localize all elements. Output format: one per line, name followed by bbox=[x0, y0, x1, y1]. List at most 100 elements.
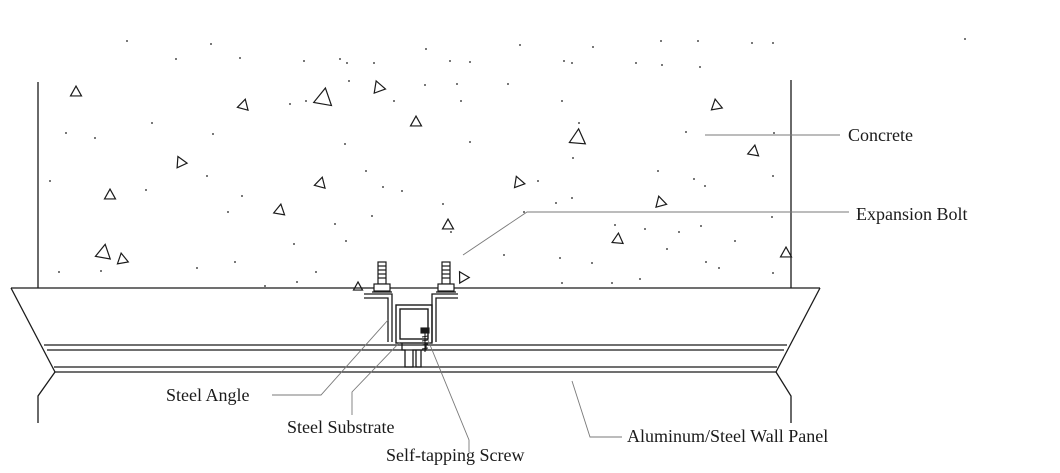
aggregate-dot bbox=[503, 254, 505, 256]
aggregate-dot bbox=[345, 240, 347, 242]
aggregate-dot bbox=[456, 83, 458, 85]
aggregate-dot bbox=[751, 42, 753, 44]
aggregate-triangle bbox=[611, 231, 625, 245]
aggregate-triangle bbox=[272, 202, 286, 216]
expansion-bolt-right bbox=[436, 261, 456, 293]
aggregate-dot bbox=[175, 58, 177, 60]
aggregate-triangle bbox=[568, 127, 587, 145]
aggregate-dot bbox=[611, 282, 613, 284]
concrete-aggregate bbox=[69, 79, 793, 291]
aggregate-dot bbox=[657, 170, 659, 172]
aggregate-dot bbox=[293, 243, 295, 245]
aggregate-dot bbox=[578, 122, 580, 124]
aggregate-dot bbox=[523, 211, 525, 213]
concrete-speckles bbox=[49, 38, 966, 287]
aggregate-dot bbox=[424, 84, 426, 86]
aggregate-dot bbox=[661, 64, 663, 66]
label-steel-substrate: Steel Substrate bbox=[287, 417, 394, 437]
aggregate-dot bbox=[563, 60, 565, 62]
aggregate-dot bbox=[614, 224, 616, 226]
aggregate-dot bbox=[241, 195, 243, 197]
aggregate-dot bbox=[289, 103, 291, 105]
aggregate-triangle bbox=[176, 155, 189, 169]
self-tapping-screw bbox=[420, 327, 430, 352]
label-concrete: Concrete bbox=[848, 125, 913, 145]
aggregate-triangle bbox=[458, 270, 471, 285]
aggregate-dot bbox=[425, 48, 427, 50]
aggregate-dot bbox=[772, 272, 774, 274]
aggregate-dot bbox=[65, 132, 67, 134]
aggregate-dot bbox=[371, 215, 373, 217]
aggregate-dot bbox=[210, 43, 212, 45]
aggregate-dot bbox=[685, 131, 687, 133]
aggregate-dot bbox=[469, 141, 471, 143]
aggregate-dot bbox=[561, 282, 563, 284]
aggregate-dot bbox=[773, 132, 775, 134]
aggregate-triangle bbox=[373, 79, 387, 95]
aggregate-dot bbox=[705, 261, 707, 263]
aggregate-dot bbox=[771, 216, 773, 218]
aggregate-dot bbox=[227, 211, 229, 213]
aggregate-dot bbox=[58, 271, 60, 273]
panel-joint bbox=[401, 343, 427, 368]
aggregate-dot bbox=[704, 185, 706, 187]
label-self-tapping-screw: Self-tapping Screw bbox=[386, 445, 524, 465]
aggregate-triangle bbox=[441, 217, 455, 230]
aggregate-dot bbox=[382, 186, 384, 188]
aggregate-dot bbox=[449, 60, 451, 62]
aggregate-dot bbox=[344, 143, 346, 145]
aggregate-dot bbox=[559, 257, 561, 259]
aggregate-dot bbox=[572, 157, 574, 159]
aggregate-dot bbox=[145, 189, 147, 191]
aggregate-triangle bbox=[779, 245, 793, 258]
aggregate-dot bbox=[772, 42, 774, 44]
aggregate-dot bbox=[592, 46, 594, 48]
aggregate-dot bbox=[555, 202, 557, 204]
aggregate-dot bbox=[348, 80, 350, 82]
aggregate-dot bbox=[507, 83, 509, 85]
leader-wall-panel bbox=[571, 380, 622, 438]
leader-lines bbox=[272, 134, 849, 452]
aggregate-dot bbox=[303, 60, 305, 62]
aggregate-dot bbox=[442, 203, 444, 205]
label-steel-angle: Steel Angle bbox=[166, 385, 250, 405]
aggregate-dot bbox=[401, 190, 403, 192]
aggregate-triangle bbox=[94, 243, 112, 260]
aggregate-dot bbox=[234, 261, 236, 263]
aggregate-dot bbox=[699, 66, 701, 68]
aggregate-dot bbox=[734, 240, 736, 242]
aggregate-dot bbox=[126, 40, 128, 42]
steel-substrate bbox=[395, 304, 433, 344]
label-expansion-bolt: Expansion Bolt bbox=[856, 204, 968, 224]
aggregate-dot bbox=[212, 133, 214, 135]
aggregate-dot bbox=[49, 180, 51, 182]
aggregate-triangle bbox=[655, 195, 668, 209]
aggregate-dot bbox=[196, 267, 198, 269]
leader-steel-substrate bbox=[351, 341, 401, 415]
aggregate-dot bbox=[151, 122, 153, 124]
steel-angle bbox=[364, 293, 458, 342]
aggregate-triangle bbox=[352, 280, 364, 291]
aggregate-triangle bbox=[69, 84, 83, 97]
leader-expansion-bolt bbox=[462, 211, 849, 256]
aggregate-dot bbox=[964, 38, 966, 40]
aggregate-dot bbox=[660, 40, 662, 42]
aggregate-dot bbox=[571, 197, 573, 199]
aggregate-dot bbox=[718, 267, 720, 269]
aggregate-dot bbox=[571, 62, 573, 64]
aggregate-triangle bbox=[312, 86, 333, 107]
aggregate-triangle bbox=[513, 175, 527, 189]
expansion-bolt-left bbox=[372, 261, 392, 293]
aggregate-dot bbox=[635, 62, 637, 64]
aggregate-dot bbox=[561, 100, 563, 102]
aggregate-dot bbox=[450, 231, 452, 233]
aggregate-dot bbox=[666, 248, 668, 250]
aggregate-dot bbox=[239, 57, 241, 59]
aggregate-dot bbox=[296, 281, 298, 283]
aggregate-dot bbox=[339, 58, 341, 60]
aggregate-dot bbox=[700, 225, 702, 227]
aggregate-triangle bbox=[746, 143, 760, 157]
aggregate-dot bbox=[693, 178, 695, 180]
aggregate-dot bbox=[393, 100, 395, 102]
